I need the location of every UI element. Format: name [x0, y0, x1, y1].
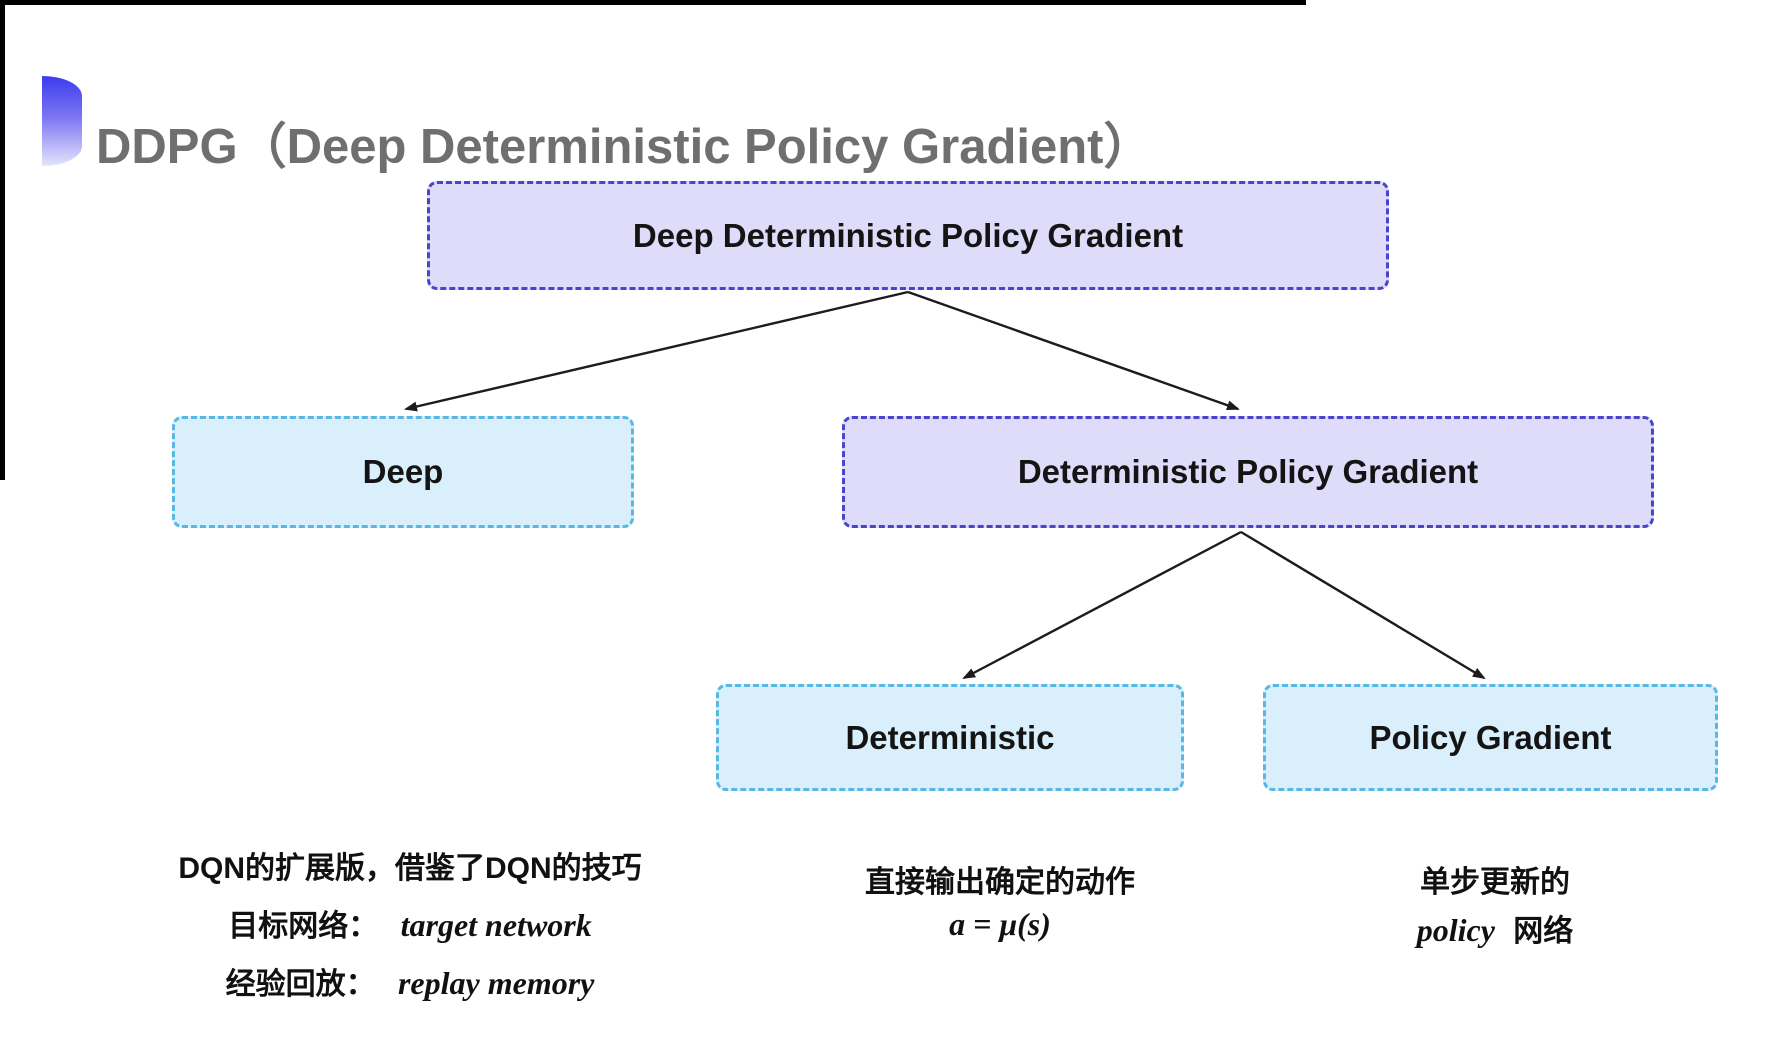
equation-a-mu-s: a = μ(s): [949, 906, 1051, 942]
node-label: Deterministic Policy Gradient: [1017, 453, 1479, 490]
note-label-replay-memory: 经验回放：: [225, 968, 376, 1001]
note-policy-gradient-line1: 单步更新的: [1420, 866, 1570, 899]
node-policy-gradient: Policy Gradient: [1263, 684, 1718, 791]
video-frame-top-border: [0, 0, 1306, 5]
note-deterministic-line1: 直接输出确定的动作: [865, 866, 1135, 899]
arrow-root-to-dpg: [907, 290, 1240, 411]
node-label: Deep: [362, 453, 444, 490]
arrow-root-to-deep: [404, 290, 909, 412]
node-label: Policy Gradient: [1369, 718, 1612, 756]
gradient-semicircle-icon: [42, 76, 82, 166]
note-deep-line2: 目标网络： target network: [110, 901, 710, 945]
note-policy-gradient-line2: policy 网络: [1300, 906, 1690, 950]
node-label: Deep Deterministic Policy Gradient: [632, 216, 1184, 254]
note-label-target-network: 目标网络：: [228, 910, 379, 943]
video-frame-left-border: [0, 0, 5, 480]
arrow-dpg-to-deterministic: [962, 530, 1242, 680]
note-deep-line3: 经验回放： replay memory: [110, 959, 710, 1003]
node-deterministic: Deterministic: [716, 684, 1184, 791]
note-network-word: 网络: [1513, 915, 1574, 948]
node-deep: Deep: [172, 416, 634, 528]
node-label: Deterministic: [845, 718, 1055, 756]
node-deep-deterministic-policy-gradient: Deep Deterministic Policy Gradient: [427, 181, 1389, 290]
note-value-replay-memory: replay memory: [397, 965, 595, 1001]
note-deep-line1: DQN的扩展版，借鉴了DQN的技巧: [178, 852, 642, 885]
note-policy-word: policy: [1416, 912, 1495, 948]
note-deterministic-equation: a = μ(s): [810, 906, 1190, 943]
node-deterministic-policy-gradient: Deterministic Policy Gradient: [842, 416, 1654, 528]
arrow-dpg-to-policy-gradient: [1240, 530, 1486, 680]
note-value-target-network: target network: [400, 907, 592, 943]
page-title: DDPG（Deep Deterministic Policy Gradient）: [96, 119, 1153, 174]
